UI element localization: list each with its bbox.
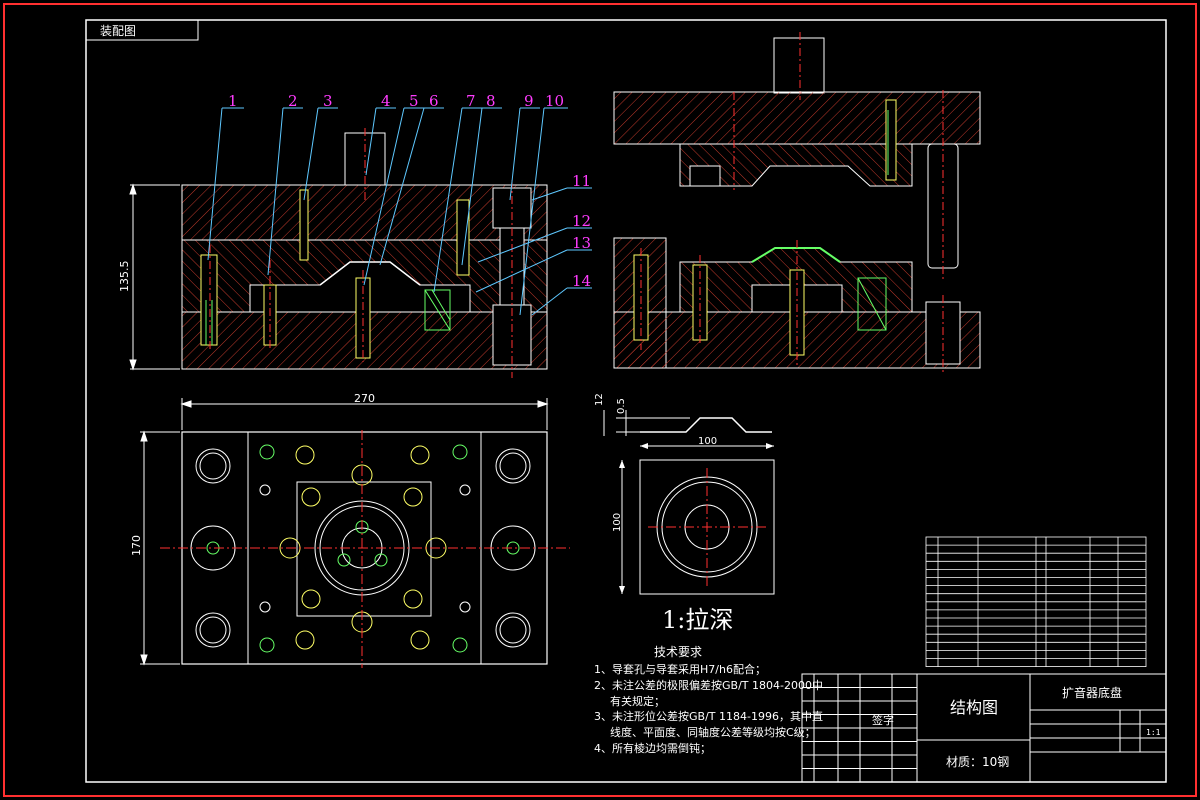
- side-section-view: [613, 32, 981, 372]
- title-block-sign: 签字: [872, 713, 894, 727]
- tech-req-line-6: 4、所有棱边均需倒钝；: [594, 741, 711, 755]
- part-title: 1:拉深: [662, 606, 733, 634]
- dimension-width-label: 270: [354, 392, 375, 405]
- dimension-height-label: 135.5: [118, 261, 131, 293]
- title-block-scale: 1:1: [1146, 728, 1161, 737]
- part-width-label: 100: [698, 436, 717, 447]
- part-balloons: 1 2 3 4 5 6 7 8 9 10 11 12 13 14: [207, 92, 592, 316]
- plan-view: [160, 430, 570, 668]
- dimension-width: [180, 398, 549, 430]
- front-section-view: [181, 128, 548, 378]
- tech-req-line-1: 1、导套孔与导套采用H7/h6配合；: [594, 662, 766, 676]
- outer-border: [3, 3, 1197, 797]
- title-block-product: 扩音器底盘: [1062, 685, 1122, 700]
- balloon-14: 14: [572, 272, 591, 290]
- balloon-8: 8: [486, 92, 496, 110]
- balloon-5: 5: [409, 92, 419, 110]
- balloon-4: 4: [381, 92, 391, 110]
- tech-req-line-3: 有关规定；: [610, 694, 665, 708]
- balloon-7: 7: [466, 92, 476, 110]
- balloon-1: 1: [228, 92, 238, 110]
- tech-req-line-5: 线度、平面度、同轴度公差等级均按C级；: [610, 725, 816, 739]
- tech-req-line-2: 2、未注公差的极限偏差按GB/T 1804-2000中: [594, 678, 823, 692]
- part-thickness-label-2: 0.5: [616, 398, 627, 414]
- tech-req-title: 技术要求: [654, 645, 702, 659]
- balloon-9: 9: [524, 92, 534, 110]
- title-block-drawing-name: 结构图: [950, 698, 998, 717]
- header-tag-box: [85, 19, 199, 41]
- balloon-11: 11: [572, 172, 591, 190]
- balloon-6: 6: [429, 92, 439, 110]
- balloon-2: 2: [288, 92, 298, 110]
- parts-list-table: [925, 536, 1147, 668]
- title-block: [801, 673, 1167, 783]
- balloon-12: 12: [572, 212, 591, 230]
- title-block-material: 材质：10钢: [946, 755, 1009, 769]
- drawing-frame: [85, 19, 1167, 783]
- part-height-label: 100: [612, 513, 623, 532]
- balloon-13: 13: [572, 234, 591, 252]
- dimension-height: [129, 183, 180, 371]
- header-tag: 装配图: [100, 24, 136, 38]
- part-drawing: [603, 410, 775, 595]
- balloon-10: 10: [545, 92, 564, 110]
- dimension-depth-label: 170: [130, 535, 143, 556]
- part-thickness-label-1: 12: [594, 393, 605, 406]
- dimension-depth: [140, 430, 180, 666]
- balloon-3: 3: [323, 92, 333, 110]
- tech-req-line-4: 3、未注形位公差按GB/T 1184-1996，其中直: [594, 709, 823, 723]
